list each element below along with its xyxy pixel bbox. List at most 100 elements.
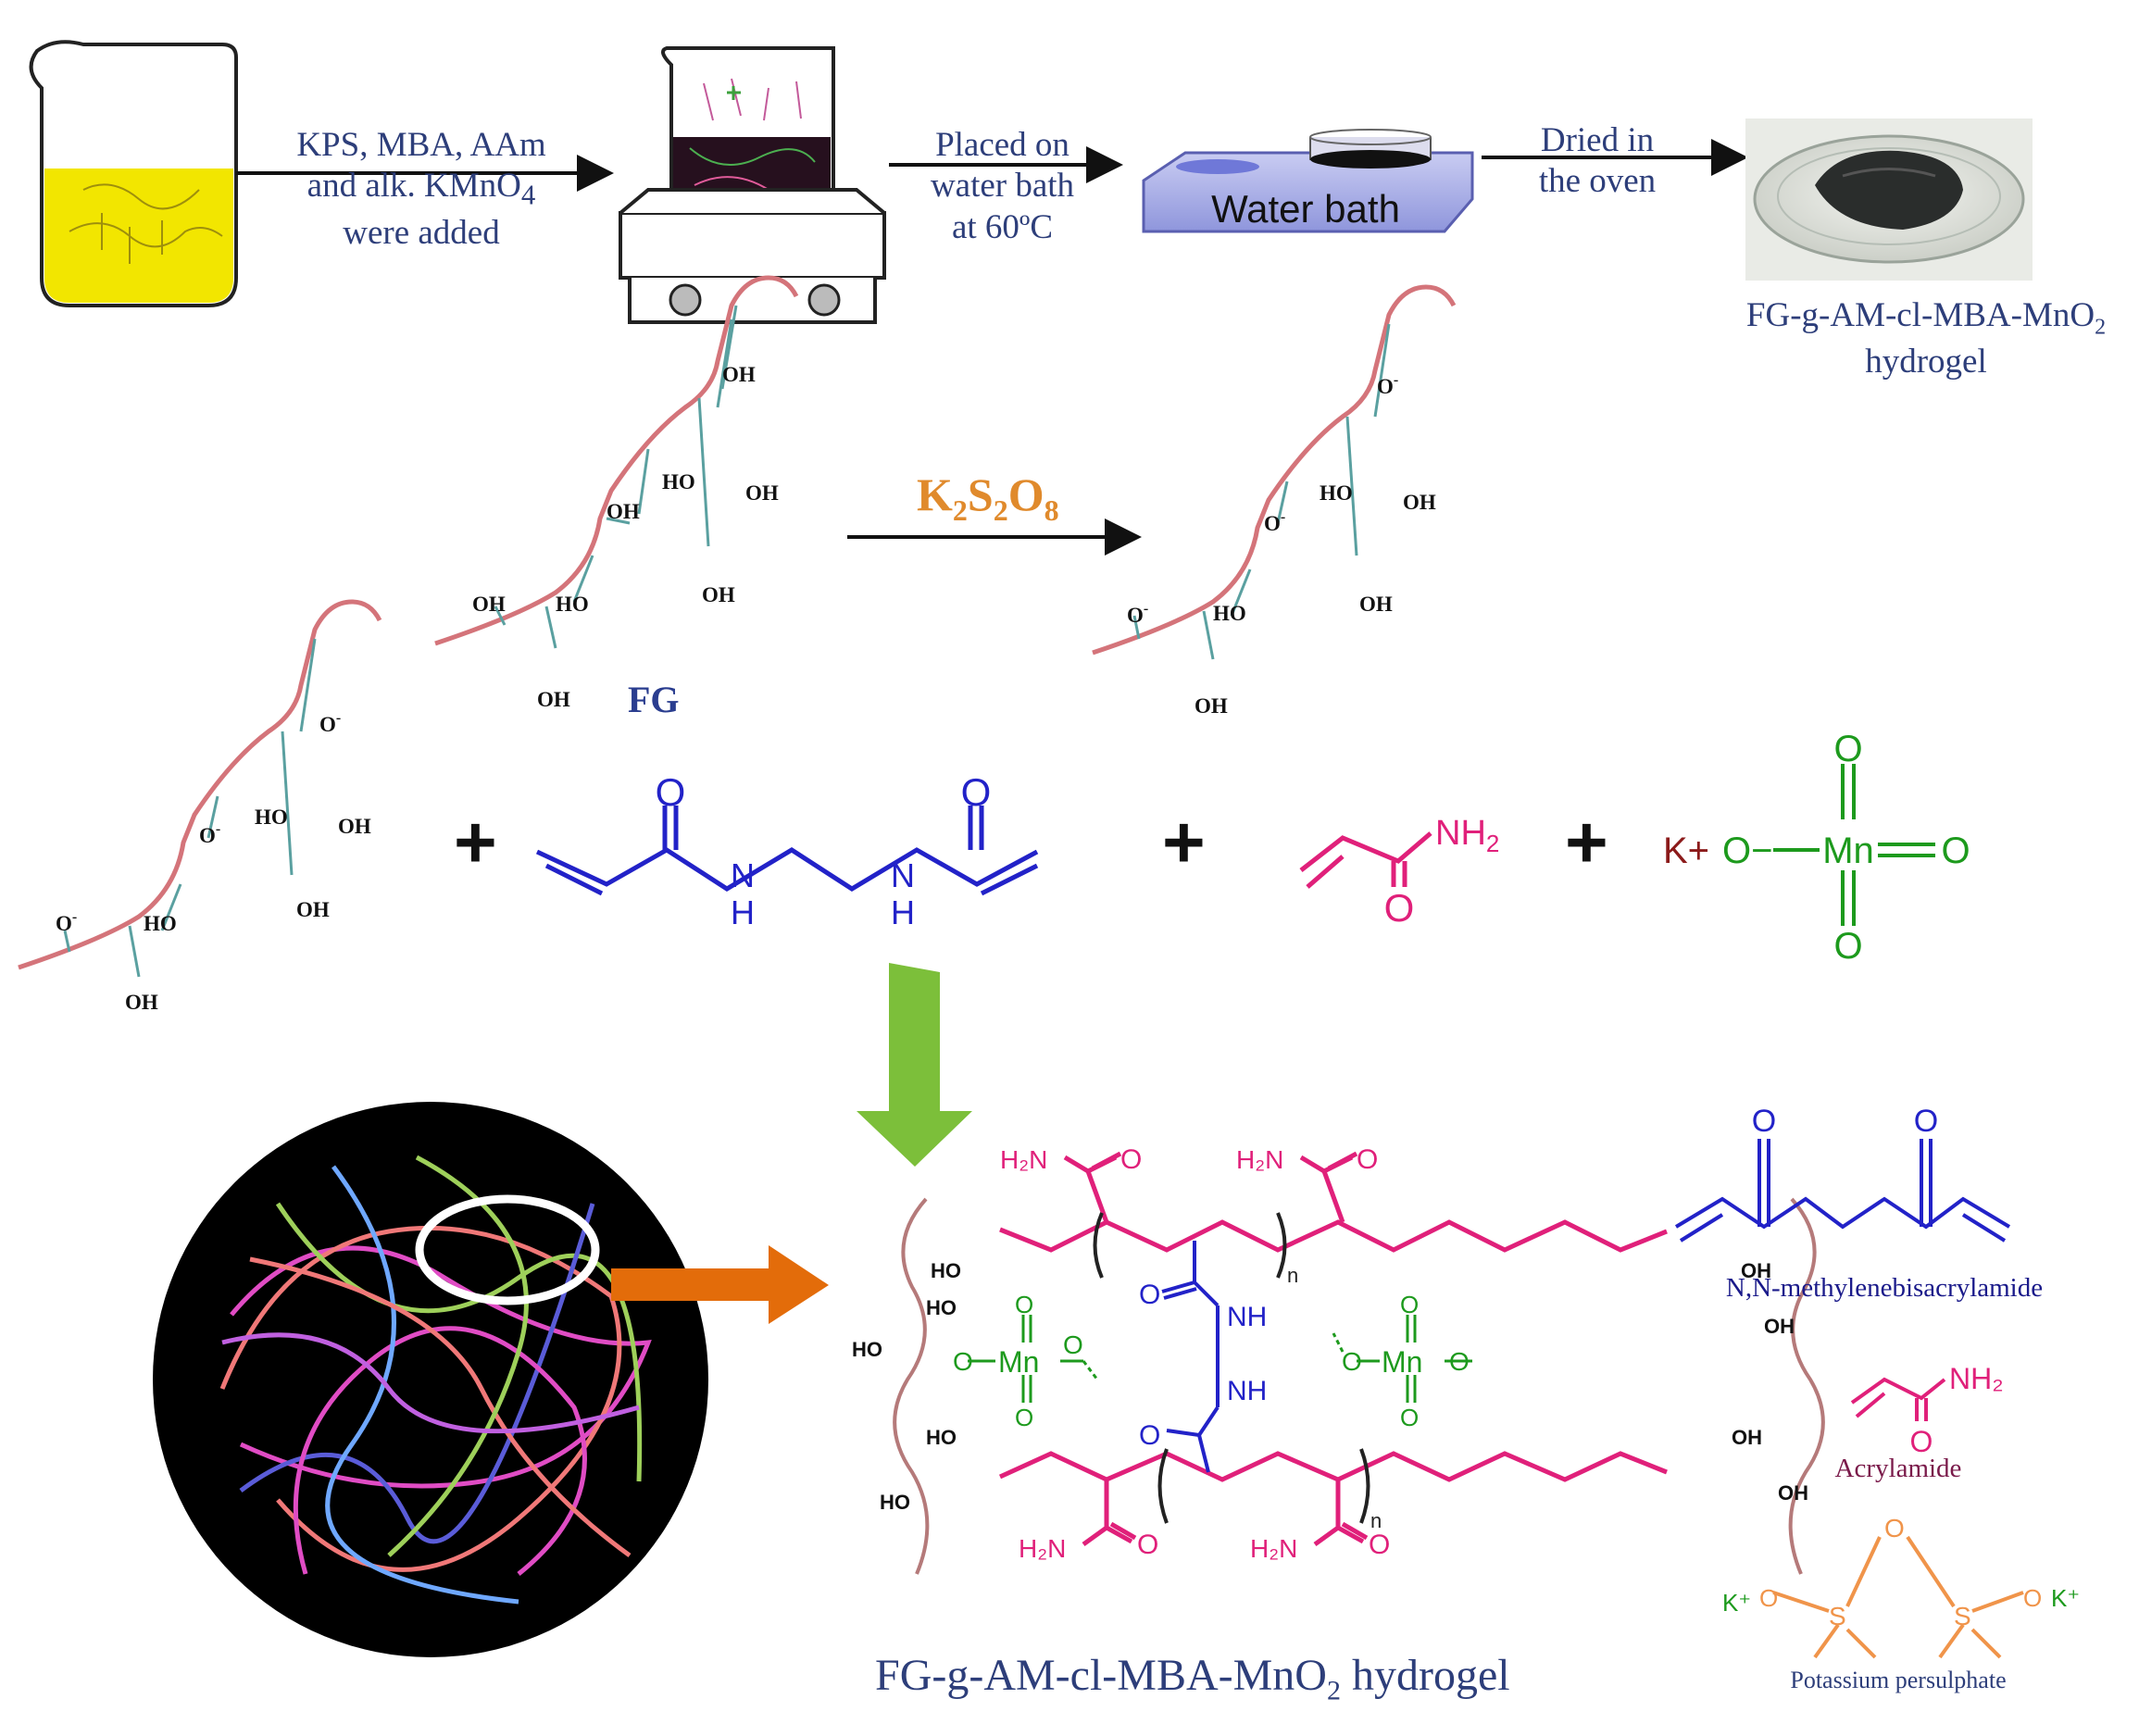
svg-text:HO: HO <box>144 912 177 935</box>
svg-text:H: H <box>891 893 915 931</box>
svg-text:O: O <box>1400 1291 1419 1318</box>
svg-text:N: N <box>891 856 915 894</box>
svg-text:HO: HO <box>880 1491 910 1514</box>
svg-text:H₂N: H₂N <box>1019 1534 1066 1563</box>
svg-text:O: O <box>1833 926 1862 967</box>
hydrogel-photo-label: FG-g-AM-cl-MBA-MnO2 hydrogel <box>1745 296 2107 381</box>
svg-text:HO: HO <box>926 1426 957 1449</box>
svg-text:NH: NH <box>1227 1376 1267 1406</box>
legend-acrylamide-name: Acrylamide <box>1834 1454 1962 1483</box>
product-structure: n n NH NH O O H₂N O H₂N O H₂N O H₂N <box>852 1144 1825 1575</box>
svg-text:OH: OH <box>722 363 756 386</box>
svg-text:OH: OH <box>1732 1426 1762 1449</box>
mba-o2: O <box>961 770 992 814</box>
oxidised-fg-reactant: O- OH HO O- OH HO OH O- <box>18 599 382 1014</box>
svg-text:Mn: Mn <box>1382 1345 1422 1379</box>
svg-text:O-: O- <box>199 821 220 847</box>
svg-text:OH: OH <box>1195 694 1228 718</box>
svg-text:O−: O− <box>1722 831 1772 871</box>
legend-kps-name: Potassium persulphate <box>1790 1667 2007 1693</box>
svg-text:O: O <box>1139 1420 1160 1451</box>
svg-text:O: O <box>1342 1347 1362 1376</box>
green-reaction-arrow <box>857 963 972 1167</box>
step-label-3: Dried in the oven <box>1538 121 1657 201</box>
svg-text:O: O <box>1449 1347 1470 1376</box>
mba-structure <box>535 806 1039 896</box>
svg-text:HO: HO <box>926 1296 957 1319</box>
plus-sign-3: + <box>1565 801 1608 883</box>
svg-text:NH: NH <box>1227 1302 1267 1332</box>
svg-text:OH: OH <box>1741 1259 1771 1282</box>
beaker-yellow-icon <box>29 40 238 307</box>
svg-text:HO: HO <box>1320 481 1353 505</box>
svg-text:O: O <box>2023 1584 2042 1612</box>
svg-text:OH: OH <box>607 500 640 523</box>
svg-text:O: O <box>1833 729 1862 769</box>
svg-text:O-: O- <box>1127 601 1148 627</box>
svg-text:NH₂: NH₂ <box>1949 1362 2004 1395</box>
svg-text:O: O <box>1015 1291 1033 1318</box>
svg-text:O-: O- <box>1264 509 1285 535</box>
svg-text:O: O <box>1137 1530 1158 1560</box>
svg-text:O: O <box>1752 1104 1776 1139</box>
svg-text:O: O <box>1914 1104 1938 1139</box>
svg-text:Mn: Mn <box>1822 831 1874 871</box>
svg-text:O-: O- <box>56 909 77 935</box>
hydrogel-dish-photo <box>1745 119 2033 281</box>
svg-text:HO: HO <box>1213 602 1246 625</box>
step-label-2: Placed on water bath at 60ºC <box>930 126 1075 246</box>
svg-text:H₂N: H₂N <box>1236 1145 1283 1174</box>
svg-text:S: S <box>1954 1602 1971 1630</box>
svg-text:OH: OH <box>1764 1315 1795 1338</box>
svg-text:OH: OH <box>537 688 570 711</box>
svg-text:O: O <box>953 1347 973 1376</box>
svg-text:O: O <box>1941 831 1970 871</box>
polymer-network-circle <box>153 1102 708 1657</box>
svg-text:O: O <box>1139 1280 1160 1310</box>
svg-text:K+: K+ <box>1663 831 1709 871</box>
svg-text:H₂N: H₂N <box>1250 1534 1297 1563</box>
fg-chain: OH OH HO OH OH HO OH OH <box>434 275 799 711</box>
oxidant-label: K2S2O8 <box>917 468 1059 527</box>
svg-text:O-: O- <box>1377 372 1398 398</box>
svg-text:O: O <box>1015 1404 1033 1431</box>
svg-text:NH2: NH2 <box>1435 814 1499 857</box>
water-bath-icon <box>1142 129 1474 233</box>
fg-label: FG <box>628 679 680 720</box>
svg-text:HO: HO <box>852 1338 882 1361</box>
svg-text:O: O <box>1759 1584 1778 1612</box>
svg-text:S: S <box>1829 1602 1846 1630</box>
svg-text:OH: OH <box>745 481 779 505</box>
svg-text:O: O <box>1400 1404 1419 1431</box>
svg-text:HO: HO <box>255 806 288 829</box>
svg-text:K⁺: K⁺ <box>2051 1584 2080 1612</box>
plus-sign-2: + <box>1162 801 1206 883</box>
mba-o1: O <box>656 770 686 814</box>
hotplate-beaker-icon <box>619 46 886 324</box>
svg-text:H₂N: H₂N <box>1000 1145 1047 1174</box>
plus-sign-1: + <box>454 801 497 883</box>
svg-text:OH: OH <box>1359 593 1393 616</box>
svg-text:H: H <box>731 893 755 931</box>
svg-text:n: n <box>1287 1264 1298 1287</box>
svg-text:OH: OH <box>702 583 735 606</box>
svg-text:n: n <box>1370 1509 1382 1532</box>
oxidised-fg-chain: O- OH HO O- OH HO OH O- <box>1092 284 1457 718</box>
svg-text:HO: HO <box>556 593 589 616</box>
water-bath-label: Water bath <box>1211 187 1400 231</box>
kmno4-structure <box>1773 764 1935 926</box>
svg-text:OH: OH <box>1403 491 1436 514</box>
svg-text:O: O <box>1063 1330 1083 1359</box>
svg-text:O-: O- <box>319 710 341 736</box>
legend-mba-structure <box>1674 1139 2011 1243</box>
svg-text:OH: OH <box>125 991 158 1014</box>
acrylamide-structure <box>1299 831 1432 889</box>
svg-text:O: O <box>1884 1514 1905 1542</box>
svg-text:OH: OH <box>472 593 506 616</box>
svg-text:O: O <box>1120 1144 1142 1175</box>
legend-mba-name: N,N-methylenebisacrylamide <box>1725 1273 2044 1303</box>
svg-text:OH: OH <box>1778 1481 1808 1505</box>
product-label: FG-g-AM-cl-MBA-MnO2 hydrogel <box>875 1651 1510 1706</box>
